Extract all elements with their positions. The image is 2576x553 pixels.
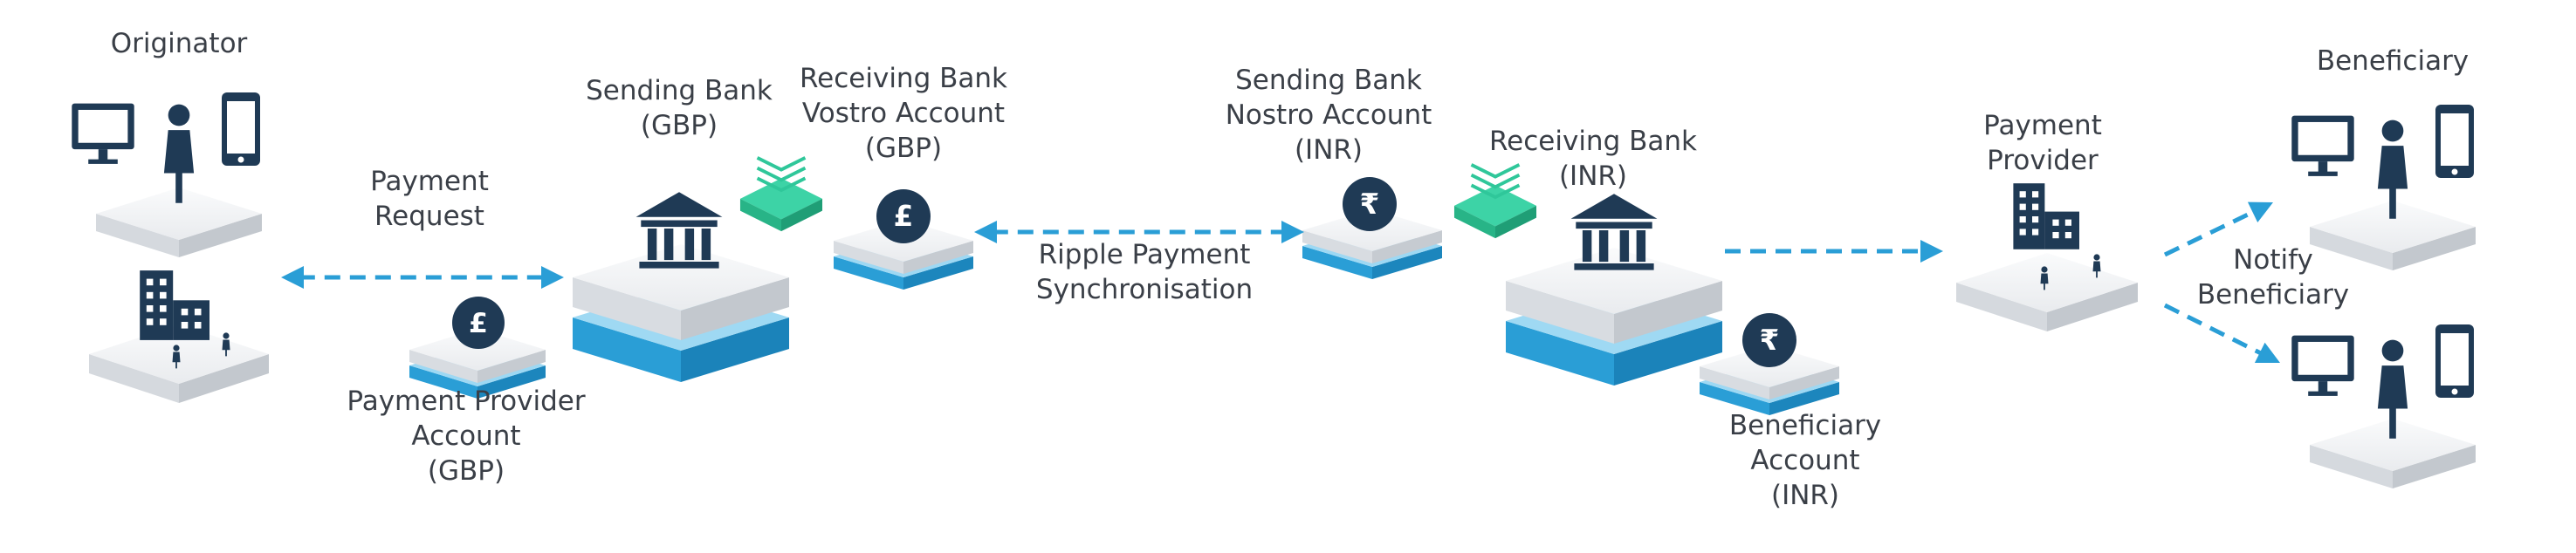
label-line: (INR) [1770, 480, 1840, 511]
label-line: Nostro Account [1225, 99, 1432, 131]
currency-coin-icon: ₹ [1343, 177, 1397, 231]
label-line: Originator [110, 28, 248, 59]
nostro-account-platform [1302, 209, 1442, 279]
label-line: (GBP) [640, 110, 718, 141]
label-line: Sending Bank [1235, 65, 1422, 96]
beneficiary-label: Beneficiary [2317, 44, 2469, 79]
originator-label: Originator [111, 26, 248, 61]
label-line: Receiving Bank [800, 63, 1007, 94]
label-line: Notify [2233, 244, 2313, 276]
sending-bank-platform [573, 244, 789, 382]
currency-coin-icon: ₹ [1742, 313, 1796, 367]
label-line: Sending Bank [586, 75, 773, 106]
office-building-icon [140, 270, 210, 340]
vostro-account-platform [834, 220, 973, 290]
payment-provider-account-platform [409, 329, 546, 399]
monitor-icon [2291, 335, 2354, 396]
currency-coin-icon: £ [876, 189, 931, 243]
phone-icon [2435, 105, 2474, 178]
currency-symbol: ₹ [1760, 324, 1780, 357]
beneficiary-bottom-platform [2310, 419, 2476, 488]
label-line: Receiving Bank [1489, 126, 1697, 157]
label-line: Payment [370, 166, 489, 197]
payment-provider-platform [1956, 253, 2138, 331]
payment-request-arrow [281, 266, 564, 289]
currency-symbol: £ [469, 308, 488, 339]
label-line: Beneficiary [2196, 279, 2350, 311]
label-line: (INR) [1558, 160, 1628, 192]
label-line: Ripple Payment [1038, 239, 1251, 270]
arrow-line [2163, 303, 2265, 357]
notify-top-arrow [2163, 201, 2273, 257]
label-line: Payment [1983, 110, 2102, 141]
label-line: Beneficiary [1728, 410, 1882, 441]
beneficiary-account-platform [1700, 345, 1839, 415]
label-line: Payment Provider [347, 386, 586, 417]
person-icon [2377, 119, 2408, 219]
ripple-sync-arrow [974, 221, 1304, 243]
arrow-head [541, 266, 564, 289]
currency-symbol: £ [894, 200, 914, 233]
label-line: Provider [1987, 145, 2099, 176]
monitor-icon [72, 103, 134, 164]
monitor-icon [2291, 115, 2354, 176]
phone-icon [222, 92, 260, 166]
label-line: Account [411, 420, 521, 452]
sending-bank-label: Sending Bank (GBP) [586, 73, 773, 143]
to-payment-provider-arrow [1725, 240, 1943, 263]
label-line: (GBP) [427, 455, 505, 487]
label-line: Account [1750, 445, 1860, 476]
arrow-line [2163, 208, 2258, 257]
originator-device-platform [96, 188, 262, 257]
arrow-head [2254, 342, 2280, 363]
currency-symbol: ₹ [1360, 188, 1380, 221]
label-line: Beneficiary [2316, 45, 2470, 77]
receiving-bank-label: Receiving Bank(INR) [1489, 124, 1697, 194]
label-line: Request [374, 201, 484, 232]
currency-coin-icon: £ [452, 297, 505, 349]
arrow-head [281, 266, 304, 289]
label-line: (GBP) [864, 133, 943, 164]
ledger-stack-icon [738, 155, 824, 234]
beneficiary-top-platform [2310, 201, 2476, 270]
receiving-bank-platform [1506, 248, 1722, 386]
arrow-head [2247, 201, 2273, 223]
arrow-head [974, 221, 997, 243]
notify-bottom-arrow [2163, 303, 2280, 363]
label-line: Vostro Account [801, 98, 1006, 129]
arrow-head [1281, 221, 1304, 243]
office-building-icon [2013, 183, 2079, 249]
label-line: Synchronisation [1035, 274, 1254, 305]
person-icon [163, 104, 195, 203]
label-line: (INR) [1294, 134, 1364, 166]
phone-icon [2435, 324, 2474, 398]
arrow-head [1920, 240, 1943, 263]
